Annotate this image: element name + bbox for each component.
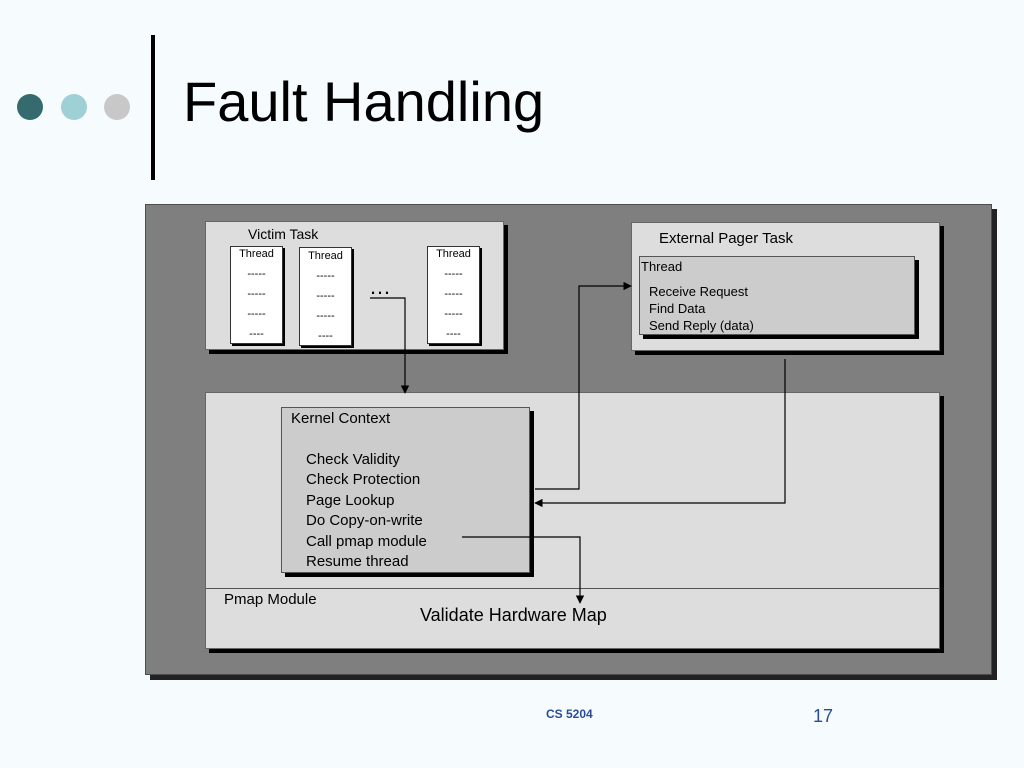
pager-thread-box: Thread Receive Request Find Data Send Re… bbox=[639, 256, 915, 335]
thread-line: ---- bbox=[318, 330, 333, 342]
thread-line: ----- bbox=[444, 308, 463, 320]
threads-ellipsis: … bbox=[369, 274, 391, 299]
thread-title: Thread bbox=[436, 248, 471, 260]
decor-dot-1 bbox=[17, 94, 43, 120]
arrow-pager-to-kernel bbox=[534, 359, 786, 508]
thread-line: ----- bbox=[247, 288, 266, 300]
victim-thread-1: Thread ----- ----- ----- ---- bbox=[230, 246, 283, 344]
thread-title: Thread bbox=[239, 248, 274, 260]
pager-line-send: Send Reply (data) bbox=[649, 318, 754, 333]
arrow-kernel-to-pmap bbox=[462, 536, 585, 604]
thread-line: ---- bbox=[446, 328, 461, 340]
thread-line: ----- bbox=[247, 308, 266, 320]
footer-course: CS 5204 bbox=[546, 707, 593, 721]
thread-line: ----- bbox=[316, 310, 335, 322]
pmap-module-label: Pmap Module bbox=[224, 591, 317, 608]
slide-title: Fault Handling bbox=[183, 70, 545, 133]
victim-task-box: Victim Task Thread ----- ----- ----- ---… bbox=[205, 221, 504, 350]
victim-thread-3: Thread ----- ----- ----- ---- bbox=[427, 246, 480, 344]
decor-dot-3 bbox=[104, 94, 130, 120]
pager-thread-label: Thread bbox=[641, 259, 683, 274]
thread-line: ----- bbox=[444, 268, 463, 280]
victim-thread-2: Thread ----- ----- ----- ---- bbox=[299, 247, 352, 346]
thread-line: ----- bbox=[316, 290, 335, 302]
victim-task-label: Victim Task bbox=[248, 226, 319, 242]
kernel-step-call-pmap: Call pmap module bbox=[306, 533, 427, 550]
title-divider bbox=[151, 35, 155, 180]
page-number: 17 bbox=[813, 706, 834, 726]
pager-line-find: Find Data bbox=[649, 301, 706, 316]
pmap-action: Validate Hardware Map bbox=[420, 605, 607, 625]
thread-title: Thread bbox=[308, 250, 343, 262]
kernel-step-check-validity: Check Validity bbox=[306, 451, 400, 468]
kernel-context-label: Kernel Context bbox=[291, 410, 391, 427]
thread-line: ----- bbox=[247, 268, 266, 280]
thread-line: ----- bbox=[316, 270, 335, 282]
pmap-divider bbox=[206, 588, 939, 589]
kernel-step-check-protection: Check Protection bbox=[306, 471, 421, 488]
external-pager-box: External Pager Task Thread Receive Reque… bbox=[631, 222, 940, 351]
thread-line: ----- bbox=[444, 288, 463, 300]
kernel-step-page-lookup: Page Lookup bbox=[306, 492, 395, 509]
arrow-victim-to-kernel bbox=[370, 297, 410, 394]
thread-line: ---- bbox=[249, 328, 264, 340]
pager-line-receive: Receive Request bbox=[649, 284, 748, 299]
kernel-step-copy-on-write: Do Copy-on-write bbox=[306, 512, 423, 529]
decor-dot-2 bbox=[61, 94, 87, 120]
kernel-context-box: Kernel Context Check Validity Check Prot… bbox=[281, 407, 530, 573]
external-pager-label: External Pager Task bbox=[659, 230, 793, 247]
arrow-kernel-to-pager bbox=[535, 281, 632, 490]
kernel-step-resume-thread: Resume thread bbox=[306, 553, 409, 570]
